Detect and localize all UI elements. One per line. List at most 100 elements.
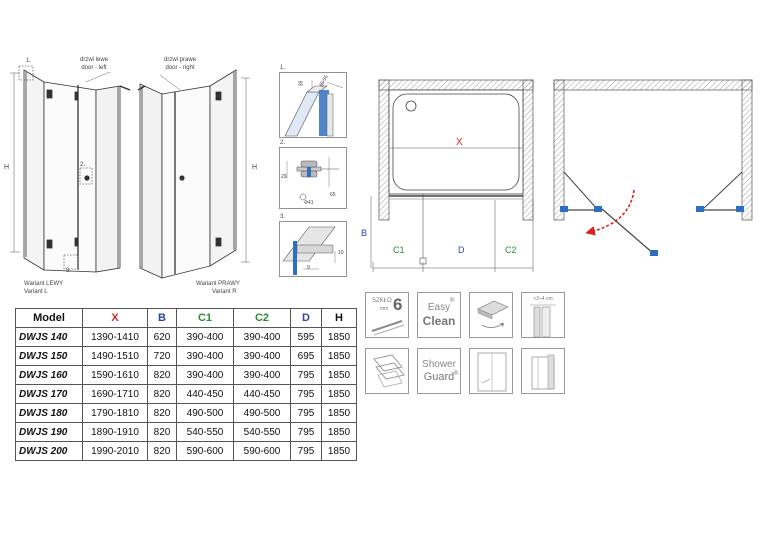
cell-x: 1890-1910 xyxy=(82,422,148,442)
cell-b: 820 xyxy=(147,441,177,461)
cell-h: 1850 xyxy=(321,403,357,423)
cell-c1: 590-600 xyxy=(176,441,234,461)
detail-1-drawing xyxy=(279,72,347,138)
table-row: DWJS 150 1490-1510 720 390-400 390-400 6… xyxy=(15,346,357,366)
cell-model: DWJS 160 xyxy=(15,365,83,385)
detail-2-dim-c: Φ41 xyxy=(304,200,314,206)
table-row: DWJS 170 1690-1710 820 440-450 440-450 7… xyxy=(15,384,357,404)
cell-c1: 440-450 xyxy=(176,384,234,404)
shower-tray-icon xyxy=(477,300,509,328)
tray-install-icon xyxy=(469,292,513,338)
table-row: DWJS 200 1990-2010 820 590-600 590-600 7… xyxy=(15,441,357,461)
cell-b: 820 xyxy=(147,365,177,385)
cell-c1: 390-400 xyxy=(176,365,234,385)
cell-b: 720 xyxy=(147,346,177,366)
reversible-panels-icon xyxy=(373,354,405,388)
adjust-label: <2÷4 cm xyxy=(533,296,553,302)
cell-c1: 390-400 xyxy=(176,346,234,366)
height-label-right: H xyxy=(252,164,258,171)
plan-c1-label: C1 xyxy=(393,245,405,255)
table-row: DWJS 180 1790-1810 820 490-500 490-500 7… xyxy=(15,403,357,423)
glass-thickness-value: 6 xyxy=(393,295,403,314)
table-row: DWJS 140 1390-1410 620 390-400 390-400 5… xyxy=(15,327,357,347)
cell-d: 795 xyxy=(290,365,322,385)
cell-c2: 390-400 xyxy=(233,346,291,366)
door-frame-drawing-icon xyxy=(477,352,507,392)
easy-clean-line2: Clean xyxy=(422,314,456,328)
glass-label: SZKŁO xyxy=(372,298,392,304)
glass-thickness-icon: SZKŁO mm 6 xyxy=(365,292,409,338)
cell-c2: 540-550 xyxy=(233,422,291,442)
reversible-icon xyxy=(365,348,409,394)
detail-1-number: 1. xyxy=(280,65,286,71)
enclosure-drawing-icon xyxy=(531,354,555,390)
cell-c2: 490-500 xyxy=(233,403,291,423)
left-variant-drawing xyxy=(10,65,131,273)
right-door-label-en: door - right xyxy=(165,65,195,71)
table-row: DWJS 190 1890-1910 820 540-550 540-550 7… xyxy=(15,422,357,442)
detail-1-dim-a: 38 xyxy=(298,80,305,87)
detail-2-number: 2. xyxy=(280,140,286,146)
table-row: DWJS 160 1590-1610 820 390-400 390-400 7… xyxy=(15,365,357,385)
cell-model: DWJS 150 xyxy=(15,346,83,366)
cell-h: 1850 xyxy=(321,441,357,461)
cell-d: 795 xyxy=(290,403,322,423)
adjustment-range-icon: <2÷4 cm xyxy=(521,292,565,338)
glass-unit: mm xyxy=(380,306,389,312)
door-frame-icon xyxy=(469,348,513,394)
cell-c1: 390-400 xyxy=(176,327,234,347)
cell-d: 795 xyxy=(290,441,322,461)
detail-2-drawing xyxy=(279,147,347,209)
callout-1-label: 1. xyxy=(26,58,32,64)
plan-view xyxy=(370,79,534,272)
cell-c2: 390-400 xyxy=(233,365,291,385)
cell-x: 1690-1710 xyxy=(82,384,148,404)
cell-x: 1790-1810 xyxy=(82,403,148,423)
cell-h: 1850 xyxy=(321,422,357,442)
cell-model: DWJS 180 xyxy=(15,403,83,423)
variant-left-pl: Wariant LEWY xyxy=(24,281,64,287)
cell-b: 620 xyxy=(147,327,177,347)
cell-h: 1850 xyxy=(321,346,357,366)
cell-d: 795 xyxy=(290,384,322,404)
plan-c2-label: C2 xyxy=(505,245,517,255)
cell-x: 1390-1410 xyxy=(82,327,148,347)
plan-b-label: B xyxy=(361,228,368,238)
spec-table: Model X B C1 C2 D H DWJS 140 1390-1410 6… xyxy=(15,308,357,461)
detail-3-number: 3. xyxy=(280,214,286,220)
right-door-label-pl: drzwi prawe xyxy=(163,57,197,63)
cell-d: 795 xyxy=(290,422,322,442)
plan-d-label: D xyxy=(458,245,465,255)
callout-3-label: 3. xyxy=(66,268,72,274)
header-c1: C1 xyxy=(176,308,234,328)
cell-d: 695 xyxy=(290,346,322,366)
header-d: D xyxy=(290,308,322,328)
door-elevations xyxy=(10,65,250,279)
cell-d: 595 xyxy=(290,327,322,347)
adjust-profile-icon xyxy=(530,304,556,338)
header-x: X xyxy=(82,308,148,328)
left-door-label-en: door - left xyxy=(81,65,107,71)
opening-diagram xyxy=(553,79,753,256)
cell-c2: 390-400 xyxy=(233,327,291,347)
cell-b: 820 xyxy=(147,384,177,404)
detail-3-drawing xyxy=(279,221,347,277)
cell-h: 1850 xyxy=(321,327,357,347)
detail-3-dim-a: 9 xyxy=(307,265,310,271)
header-model: Model xyxy=(15,308,83,328)
cell-model: DWJS 190 xyxy=(15,422,83,442)
cell-b: 820 xyxy=(147,422,177,442)
cell-model: DWJS 170 xyxy=(15,384,83,404)
table-header-row: Model X B C1 C2 D H xyxy=(15,308,357,328)
left-door-label-pl: drzwi lewe xyxy=(79,57,109,63)
header-b: B xyxy=(147,308,177,328)
detail-2-dim-a: 29 xyxy=(281,174,287,180)
variant-right-pl: Wariant PRAWY xyxy=(196,281,240,287)
cell-c2: 440-450 xyxy=(233,384,291,404)
cell-x: 1990-2010 xyxy=(82,441,148,461)
cell-h: 1850 xyxy=(321,365,357,385)
glass-pane-icon xyxy=(371,320,405,336)
callout-2-label: 2. xyxy=(80,162,86,168)
cell-h: 1850 xyxy=(321,384,357,404)
